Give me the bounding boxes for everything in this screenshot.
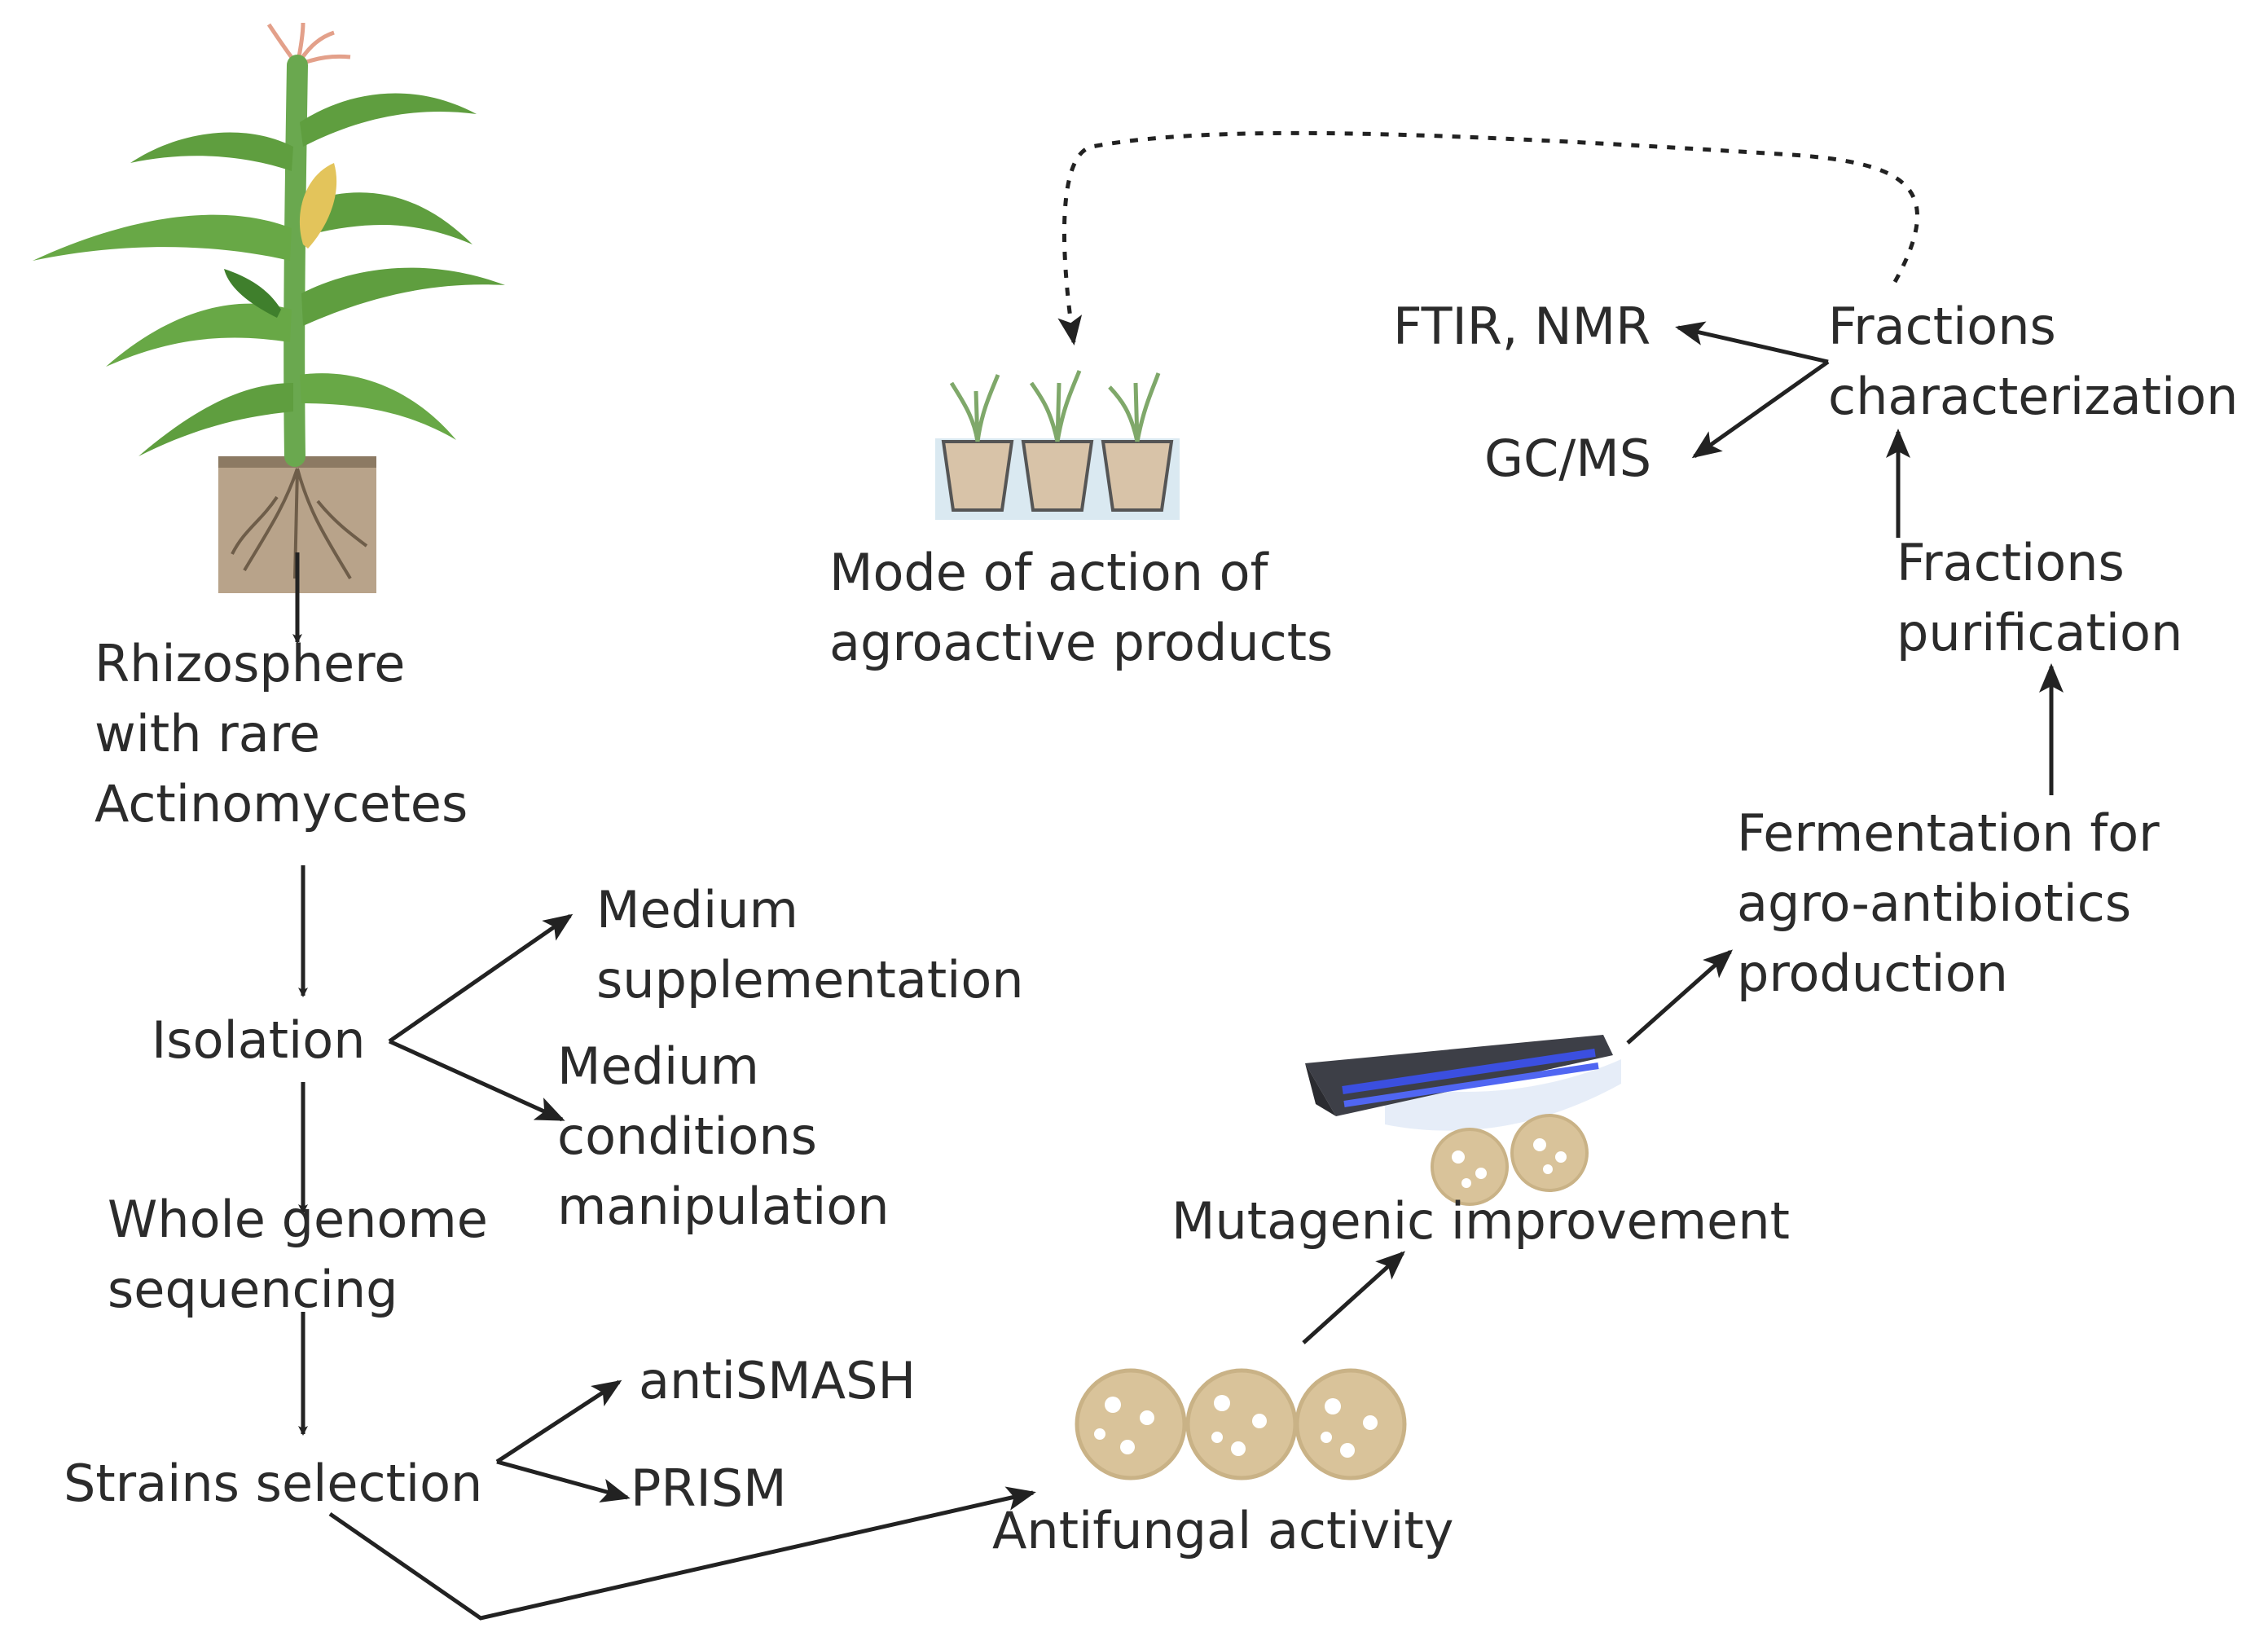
fractions-purification-label: Fractions purification: [1897, 533, 2183, 662]
arrow-isolation-to-conditions: [388, 1039, 565, 1122]
maize-plant-icon: [33, 22, 505, 593]
isolation-label: Isolation: [152, 1010, 366, 1070]
arrow-strains-to-prism: [496, 1459, 631, 1502]
arrow-antifungal-to-mutagenic: [1302, 1251, 1405, 1344]
fermentation-label: Fermentation for agro-antibiotics produc…: [1737, 803, 2160, 1003]
antifungal-activity-label: Antifungal activity: [992, 1501, 1454, 1560]
arrow-characterization-to-ftir: [1675, 321, 1829, 364]
mode-of-action-label: Mode of action of agroactive products: [829, 543, 1334, 672]
flow-arrows: [292, 130, 2064, 1621]
gcms-label: GC/MS: [1484, 429, 1652, 488]
mutagenic-petri-dishes: [1431, 1114, 1589, 1206]
fractions-characterization-label: Fractions characterization: [1828, 297, 2239, 426]
uv-lamp-icon: [1305, 1035, 1621, 1131]
petri-dish-icon: [1510, 1114, 1589, 1192]
medium-conditions-label: Medium conditions manipulation: [557, 1036, 890, 1236]
arrow-strains-to-antismash: [495, 1379, 622, 1464]
arrow-strains-to-antifungal: [328, 1486, 1036, 1621]
strains-selection-label: Strains selection: [64, 1454, 483, 1513]
petri-dish-icon: [1075, 1368, 1187, 1480]
ftir-nmr-label: FTIR, NMR: [1393, 297, 1651, 356]
seedling-pots-icon: [935, 370, 1180, 520]
arrow-characterization-to-gcms: [1691, 359, 1830, 459]
rhizosphere-label: Rhizosphere with rare Actinomycetes: [94, 634, 468, 834]
antismash-label: antiSMASH: [639, 1351, 916, 1410]
mutagenic-improvement-label: Mutagenic improvement: [1171, 1191, 1790, 1251]
arrow-isolation-to-supplementation: [388, 913, 574, 1044]
medium-supplementation-label: Medium supplementation: [596, 880, 1024, 1010]
prism-label: PRISM: [631, 1458, 787, 1518]
petri-dish-icon: [1294, 1368, 1407, 1480]
dotted-arrow-characterization-to-mode-of-action: [1057, 130, 1919, 345]
antifungal-petri-dishes: [1075, 1368, 1407, 1480]
petri-dish-icon: [1431, 1128, 1509, 1206]
whole-genome-label: Whole genome sequencing: [108, 1190, 488, 1319]
arrow-uv-to-fermentation: [1626, 949, 1733, 1045]
